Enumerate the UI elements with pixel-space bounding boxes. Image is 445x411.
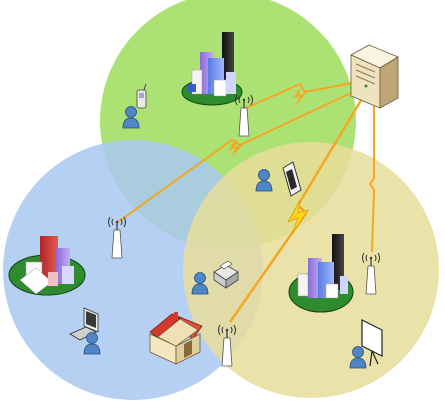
lightning-bolt-icon [287, 199, 309, 235]
link-server-yellow-tower [368, 96, 376, 253]
city-icon [8, 236, 86, 296]
presentation-board-icon [361, 319, 383, 367]
server-icon [350, 44, 399, 109]
link-server-green-tower [245, 79, 369, 109]
lightning-bolt-icon [293, 88, 306, 108]
city-icon [288, 234, 354, 313]
lightning-bolt-icon [228, 138, 243, 158]
link-server-house-tower [228, 91, 368, 323]
house-icon [149, 312, 203, 365]
pda-icon [282, 161, 302, 197]
city-icon [181, 32, 243, 106]
computer-icon [69, 307, 99, 341]
printer-icon [213, 260, 239, 289]
mobile-phone-icon [136, 83, 147, 109]
